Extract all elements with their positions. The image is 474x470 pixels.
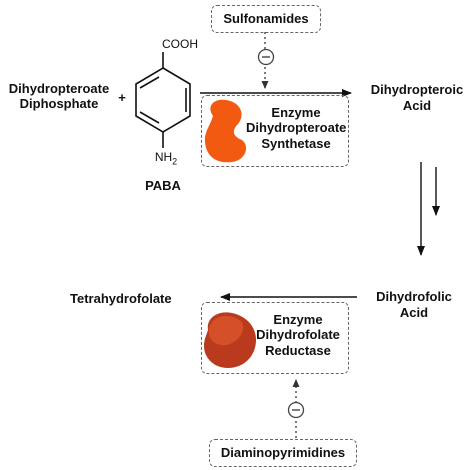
tetrahydrofolate-label: Tetrahydrofolate [70,291,172,306]
synthetase-enzyme-blob [204,99,247,163]
paba-label: PABA [145,178,181,193]
dihydropteroic-acid-line2: Acid [402,98,432,113]
sulfonamides-box [211,5,321,33]
plus-sign: + [118,90,126,105]
dihydrofolic-acid-line2: Acid [399,305,429,320]
nh2-subscript: 2 [172,156,178,167]
reductase-text-line1: Enzyme [273,312,323,327]
reductase-enzyme-box [201,302,349,374]
substrate-label-line1: Dihydropteroate [8,81,110,96]
diaminopyrimidines-box [209,439,357,467]
dihydrofolic-acid-line1: Dihydrofolic [376,289,452,304]
synthetase-text-line2: Dihydropteroate [246,120,347,135]
reductase-text-line2: Dihydrofolate [256,327,340,342]
sulfonamides-label: Sulfonamides [223,11,309,26]
dihydropteroic-acid-line1: Dihydropteroic [370,82,464,97]
nh2-label: NH2 [150,150,182,169]
benzene-ring [135,52,191,148]
substrate-label-line2: Diphosphate [19,96,99,111]
diaminopyrimidines-label: Diaminopyrimidines [220,445,346,460]
synthetase-text-line1: Enzyme [271,105,321,120]
reductase-enzyme-blob [204,312,256,368]
nh2-main: NH [154,150,173,164]
synthetase-enzyme-box [201,95,349,167]
reductase-text-line3: Reductase [265,343,331,358]
synthetase-text-line3: Synthetase [261,136,331,151]
cooh-label: COOH [162,37,198,51]
